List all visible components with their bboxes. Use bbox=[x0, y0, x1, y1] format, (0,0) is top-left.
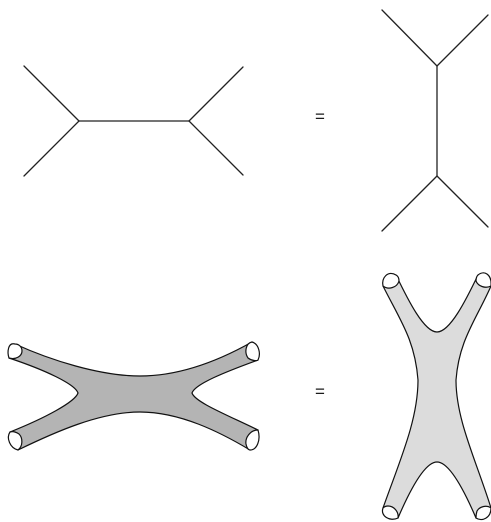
graph-s-leg-top-right bbox=[189, 67, 243, 121]
graph-s-leg-bottom-left bbox=[24, 121, 79, 176]
surface-t-channel bbox=[382, 273, 491, 520]
equals-sign-surfaces: = bbox=[310, 383, 330, 400]
graph-t-leg-top-right bbox=[437, 15, 488, 66]
surface-s-cap-top-right bbox=[246, 342, 259, 361]
surface-t-cap-top-right bbox=[476, 273, 491, 287]
surface-t-cap-top-left bbox=[383, 273, 399, 288]
graph-t-leg-top-left bbox=[382, 10, 437, 66]
surface-t-body bbox=[383, 275, 491, 518]
equals-sign-graphs: = bbox=[310, 108, 330, 125]
graph-t-channel bbox=[382, 10, 488, 231]
surface-s-channel bbox=[8, 342, 259, 450]
graph-s-leg-bottom-right bbox=[189, 121, 243, 175]
surface-s-cap-top-left bbox=[8, 344, 22, 359]
graph-s-leg-top-left bbox=[24, 66, 79, 121]
surface-s-cap-bottom-left bbox=[8, 432, 21, 450]
graph-t-leg-bottom-right bbox=[437, 176, 488, 227]
graph-s-channel bbox=[24, 66, 243, 176]
surface-s-body bbox=[9, 342, 258, 450]
graph-t-leg-bottom-left bbox=[382, 176, 437, 231]
